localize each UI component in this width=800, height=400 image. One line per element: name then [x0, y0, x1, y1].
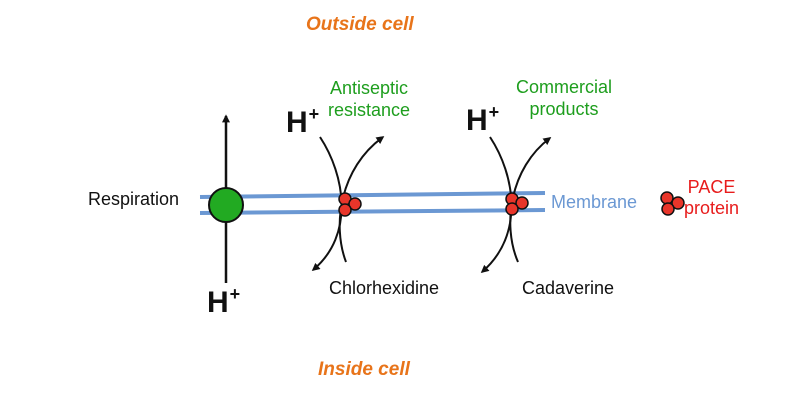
inside-cell-label: Inside cell: [318, 359, 410, 380]
antiseptic-resistance-label: Antiseptic resistance: [328, 77, 410, 121]
antiseptic-line-2: resistance: [328, 100, 411, 120]
chlorhexidine-label: Chlorhexidine: [329, 278, 440, 298]
membrane-label: Membrane: [551, 192, 638, 212]
commercial-products-label: Commercial products: [516, 76, 612, 120]
pace-transporter-1: [338, 192, 362, 217]
pace-line-1: PACE: [687, 177, 736, 197]
proton-influx-arrow-1: [311, 136, 343, 272]
commercial-line-2: products: [529, 99, 599, 119]
cadaverine-label: Cadaverine: [522, 278, 615, 298]
respiration-complex: [208, 187, 244, 223]
pace-legend-icon: [660, 191, 685, 216]
pace-protein-label: PACE protein: [684, 177, 739, 219]
commercial-line-1: Commercial: [516, 77, 613, 97]
membrane-outer-line: [199, 191, 546, 199]
pace-transporter-2: [505, 192, 529, 216]
proton-label-right: H+: [466, 102, 500, 137]
membrane: [199, 191, 546, 215]
proton-label-left: H+: [286, 104, 320, 139]
proton-label-bottom: H+: [207, 284, 241, 319]
membrane-inner-line: [199, 208, 546, 215]
antiseptic-line-1: Antiseptic: [330, 78, 409, 98]
respiration-label: Respiration: [88, 189, 180, 209]
outside-cell-label: Outside cell: [306, 14, 414, 35]
pace-line-2: protein: [684, 198, 740, 218]
